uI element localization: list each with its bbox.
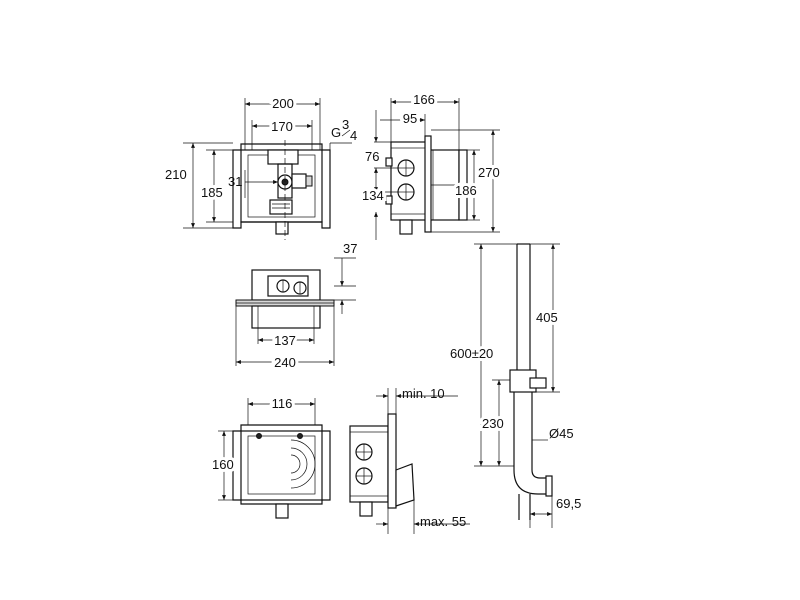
dim-thread-denominator: 4 <box>350 128 357 143</box>
dim-pipe-diameter: Ø45 <box>549 426 574 441</box>
dim-side-depth-box: 95 <box>403 111 417 126</box>
dim-pipe-total: 600±20 <box>450 346 493 361</box>
dim-thread-numerator: 3 <box>342 117 349 132</box>
dim-side-lower-offset: 134 <box>362 188 384 203</box>
dim-pipe-offset: 69,5 <box>556 496 581 511</box>
cover-side-view <box>349 388 470 534</box>
dim-front-offset: 31 <box>228 174 242 189</box>
dim-top-offset: 37 <box>343 241 357 256</box>
dim-front-width-outer: 200 <box>272 96 294 111</box>
dim-pipe-lower: 230 <box>482 416 504 431</box>
top-view <box>235 257 356 366</box>
dim-max-wall: max. 55 <box>420 514 466 529</box>
dim-top-outer-width: 240 <box>274 355 296 370</box>
dim-cover-width: 116 <box>272 396 293 411</box>
drain-pipe-view <box>474 243 560 528</box>
dim-front-height-outer: 210 <box>165 167 187 182</box>
dim-side-height-total: 270 <box>478 165 500 180</box>
dim-side-height-box: 186 <box>455 183 477 198</box>
dim-top-inner-width: 137 <box>274 333 296 348</box>
dim-pipe-upper: 405 <box>536 310 558 325</box>
side-view <box>374 98 500 240</box>
dim-thread-letter: G <box>331 125 341 140</box>
dim-cover-height: 160 <box>212 457 234 472</box>
dim-front-width-inner: 170 <box>271 119 293 134</box>
front-view <box>183 98 352 240</box>
dim-min-wall: min. 10 <box>402 386 445 401</box>
cover-front-view <box>218 398 331 519</box>
dim-side-depth-total: 166 <box>413 92 435 107</box>
dim-side-upper-offset: 76 <box>365 149 379 164</box>
dim-front-height-inner: 185 <box>201 185 223 200</box>
